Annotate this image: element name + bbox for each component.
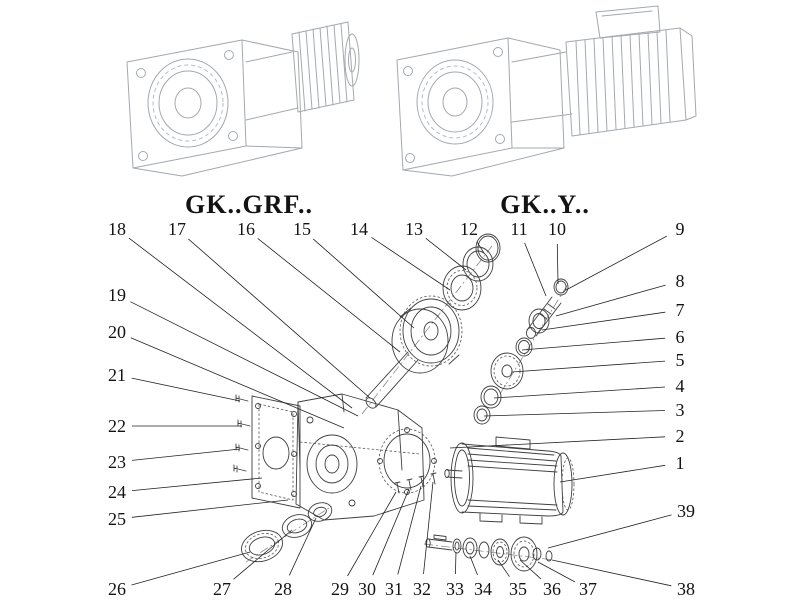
callout-5: 5 — [675, 350, 685, 370]
part-input-shaft-gear — [365, 295, 463, 409]
callout-34: 34 — [474, 579, 492, 599]
callout-28: 28 — [274, 579, 292, 599]
callout-9: 9 — [675, 219, 685, 239]
callout-12: 12 — [460, 219, 478, 239]
part-input-bearing-rings — [442, 233, 501, 311]
callout-30: 30 — [358, 579, 376, 599]
callout-13: 13 — [405, 219, 423, 239]
callout-7: 7 — [675, 300, 685, 320]
part-output-shaft-set — [425, 534, 553, 572]
gearbox-grf-drawing — [126, 21, 360, 177]
callout-37: 37 — [579, 579, 597, 599]
callout-39: 39 — [677, 501, 695, 521]
callout-14: 14 — [350, 219, 368, 239]
callout-32: 32 — [413, 579, 431, 599]
part-output-bearings — [241, 502, 333, 563]
part-small-bolts — [394, 472, 437, 494]
callout-25: 25 — [108, 509, 126, 529]
callout-22: 22 — [108, 416, 126, 436]
callout-16: 16 — [237, 219, 255, 239]
exploded-view — [233, 233, 575, 572]
callout-33: 33 — [446, 579, 464, 599]
callout-35: 35 — [509, 579, 527, 599]
variant-label-y: GK..Y.. — [500, 190, 590, 219]
callout-27: 27 — [213, 579, 231, 599]
callout-21: 21 — [108, 365, 126, 385]
callout-6: 6 — [675, 327, 685, 347]
callout-24: 24 — [108, 482, 126, 502]
callout-15: 15 — [293, 219, 311, 239]
callout-26: 26 — [108, 579, 126, 599]
callout-11: 11 — [510, 219, 528, 239]
callout-29: 29 — [331, 579, 349, 599]
leader-lines — [128, 235, 672, 587]
callout-2: 2 — [675, 426, 685, 446]
callout-38: 38 — [677, 579, 695, 599]
callout-20: 20 — [108, 322, 126, 342]
callout-23: 23 — [108, 452, 126, 472]
callout-36: 36 — [543, 579, 561, 599]
callout-31: 31 — [385, 579, 403, 599]
callout-17: 17 — [168, 219, 186, 239]
callout-3: 3 — [675, 400, 685, 420]
callout-10: 10 — [548, 219, 566, 239]
callout-8: 8 — [675, 271, 685, 291]
callout-18: 18 — [108, 219, 126, 239]
gearbox-y-drawing — [396, 5, 697, 177]
callout-1: 1 — [675, 453, 685, 473]
part-motor — [444, 436, 575, 525]
variant-label-grf: GK..GRF.. — [185, 190, 313, 219]
callout-19: 19 — [108, 285, 126, 305]
callout-4: 4 — [675, 376, 685, 396]
